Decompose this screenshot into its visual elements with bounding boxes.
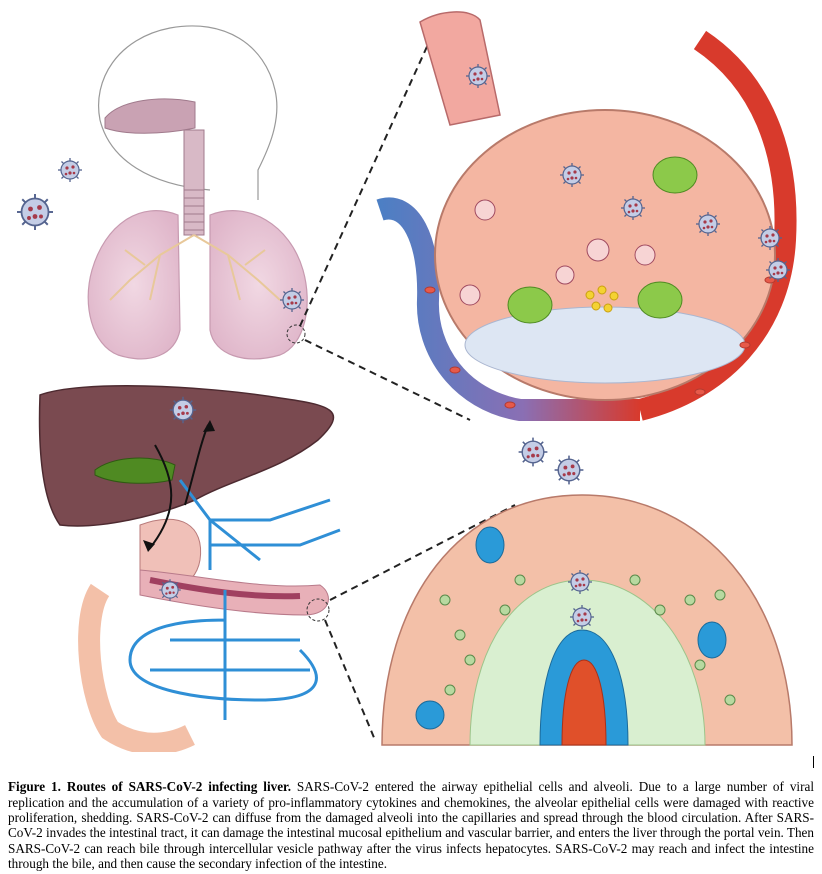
red-blood-cells [424,276,776,409]
caption-text: SARS-CoV-2 entered the airway epithelial… [8,779,815,872]
edge-marker [813,756,814,768]
left-lung [87,210,181,360]
villus-virus-2 [569,604,595,630]
liver-and-intestine [38,385,341,752]
blood-virus-1 [757,225,783,251]
circulating-virus-2 [553,454,585,486]
alveolus-detail [376,11,797,421]
nasal-cavity [104,98,196,134]
large-intestine [78,583,195,752]
cytokines [585,285,619,313]
inflammatory-cells [459,199,656,306]
right-lung [209,210,308,360]
circulating-virus-1 [517,436,549,468]
liver-virus [169,396,197,424]
caption-label: Figure 1. Routes of SARS-CoV-2 infecting… [8,779,291,795]
intestinal-villus-detail [381,494,793,746]
intestine-virus [158,578,182,602]
zoom-line-upper [299,17,441,327]
head-outline [98,25,278,200]
lacteal [561,659,607,746]
alveolus-virus-2 [620,195,646,221]
zoom-line-lower [304,339,471,421]
portal-vein-branches [178,479,341,570]
mesenteric-veins [128,590,318,720]
blood-virus-2 [765,257,791,283]
gallbladder [94,457,176,484]
bronchiole [419,11,501,126]
trachea-rings [184,189,204,231]
airborne-virus-1 [57,157,83,183]
zoom-line-villus-lower [324,619,376,741]
liver [38,385,335,527]
bronchial-tree [109,234,281,301]
arrow-head-down [143,540,155,552]
sars-cov-2-routes-diagram [16,11,797,752]
arteriole [637,30,797,421]
alveolus-virus-1 [559,162,585,188]
trachea [183,129,205,236]
head-and-lungs [16,25,308,360]
lung-zoom-circle [286,324,306,344]
goblet-cells [415,526,727,730]
intestine-zoom-circle [306,598,330,622]
airborne-virus-2 [16,193,54,231]
lung-virus [279,287,305,313]
venule [376,197,640,421]
epithelial-nuclei [439,574,736,706]
arrow-head-up [203,420,215,432]
alveolus-virus-3 [695,211,721,237]
villus-virus-1 [567,569,593,595]
figure-caption: Figure 1. Routes of SARS-CoV-2 infecting… [8,779,814,871]
macrophages [507,156,698,324]
alveolar-fluid [464,306,746,384]
bronchiole-virus [465,63,491,89]
zoom-line-villus-upper [329,504,516,601]
